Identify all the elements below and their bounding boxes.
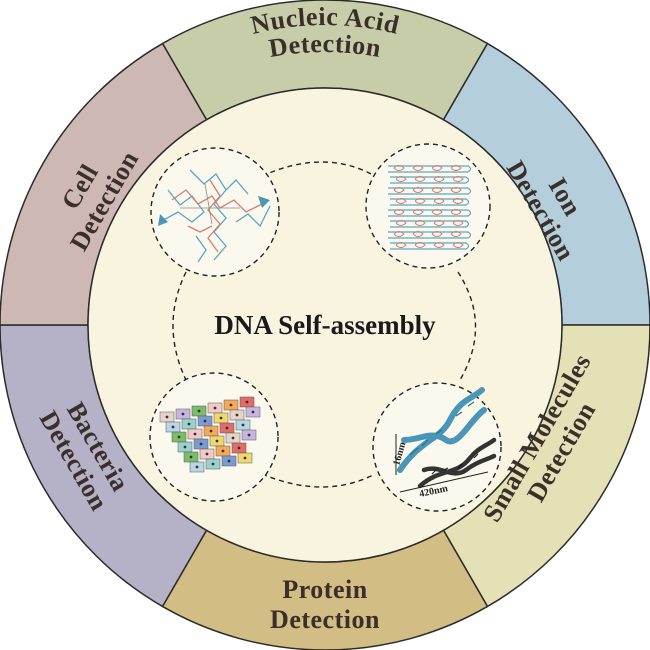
origami-staple — [414, 176, 426, 182]
helix-length-bar — [399, 471, 489, 493]
origami-staple — [431, 187, 443, 193]
origami-staple — [395, 220, 407, 226]
origami-staple — [412, 187, 424, 193]
dna-brick-hole — [197, 409, 201, 413]
dna-brick-hole — [181, 412, 185, 416]
origami-staple — [431, 231, 443, 237]
origami-staple — [395, 198, 407, 204]
origami-staple — [393, 165, 405, 171]
dna-cross-tile-icon — [158, 169, 271, 263]
dna-brick-hole — [177, 435, 181, 439]
origami-strand-0 — [388, 165, 472, 173]
dna-brick-hole — [209, 429, 213, 433]
dna-brick-hole — [215, 439, 219, 443]
origami-strand-7 — [390, 242, 470, 250]
dna-brick-hole — [235, 413, 239, 417]
dna-brick-hole — [165, 415, 169, 419]
dna-brick-hole — [171, 425, 175, 429]
dna-brick-hole — [211, 462, 215, 466]
dna-brick-hole — [241, 423, 245, 427]
dna-brick-hole — [243, 456, 247, 460]
origami-staple — [412, 231, 424, 237]
origami-staple — [433, 242, 445, 248]
origami-staple — [395, 242, 407, 248]
center-title: DNA Self-assembly — [214, 310, 436, 340]
origami-strand-3 — [390, 198, 470, 206]
dna-brick-hole — [219, 416, 223, 420]
origami-staple — [452, 176, 464, 182]
origami-staple — [452, 220, 464, 226]
dna-brick-hole — [199, 442, 203, 446]
origami-staple — [412, 209, 424, 215]
origami-staple — [395, 176, 407, 182]
origami-staple — [433, 176, 445, 182]
origami-staple — [450, 165, 462, 171]
origami-staple — [414, 198, 426, 204]
origami-staple — [431, 165, 443, 171]
dna-brick-hole — [251, 410, 255, 414]
origami-strand-5 — [390, 220, 470, 228]
origami-staple — [414, 220, 426, 226]
origami-staple — [393, 209, 405, 215]
origami-staple — [452, 198, 464, 204]
origami-staple — [450, 231, 462, 237]
dna-brick-icon — [159, 396, 261, 473]
segment-label-protein: Protein Detection — [270, 575, 380, 634]
origami-staple — [450, 187, 462, 193]
origami-staple — [433, 198, 445, 204]
svg-text:Detection: Detection — [267, 29, 384, 63]
dna-brick-hole — [225, 426, 229, 430]
dna-brick-hole — [227, 459, 231, 463]
dna-brick-hole — [187, 422, 191, 426]
origami-staple — [393, 187, 405, 193]
segment-label-nucleic-acid: Nucleic Acid Detection — [248, 2, 402, 63]
dna-origami-icon — [388, 165, 472, 250]
dashed-circle-top-left — [150, 147, 280, 277]
protein-label-line-2: Detection — [270, 605, 380, 634]
dna-brick-hole — [213, 406, 217, 410]
protein-label-line-1: Protein — [282, 575, 367, 604]
origami-staple — [450, 209, 462, 215]
dna-brick-hole — [231, 436, 235, 440]
origami-staple — [414, 242, 426, 248]
origami-strand-2 — [388, 187, 472, 195]
origami-staple — [431, 209, 443, 215]
dna-brick-hole — [189, 455, 193, 459]
dna-brick-hole — [237, 446, 241, 450]
dashed-circle-top-right — [365, 143, 491, 269]
dna-brick-hole — [229, 403, 233, 407]
origami-staple — [412, 165, 424, 171]
origami-strand-4 — [388, 209, 472, 217]
origami-staple — [433, 220, 445, 226]
dna-brick-hole — [195, 465, 199, 469]
origami-staple — [452, 242, 464, 248]
origami-staple — [393, 231, 405, 237]
dna-brick-hole — [193, 432, 197, 436]
nucleic-acid-label-line-2: Detection — [267, 29, 383, 63]
dna-brick-hole — [247, 433, 251, 437]
origami-strand-1 — [390, 176, 470, 184]
dashed-circle-bottom-right — [372, 382, 502, 512]
dna-brick-hole — [221, 449, 225, 453]
dna-brick-hole — [203, 419, 207, 423]
origami-strand-6 — [388, 231, 472, 239]
dashed-connector-left — [172, 271, 187, 381]
dashed-connector-right — [457, 271, 477, 381]
dna-brick-hole — [183, 445, 187, 449]
dna-brick-hole — [205, 452, 209, 456]
dna-brick-hole — [245, 400, 249, 404]
